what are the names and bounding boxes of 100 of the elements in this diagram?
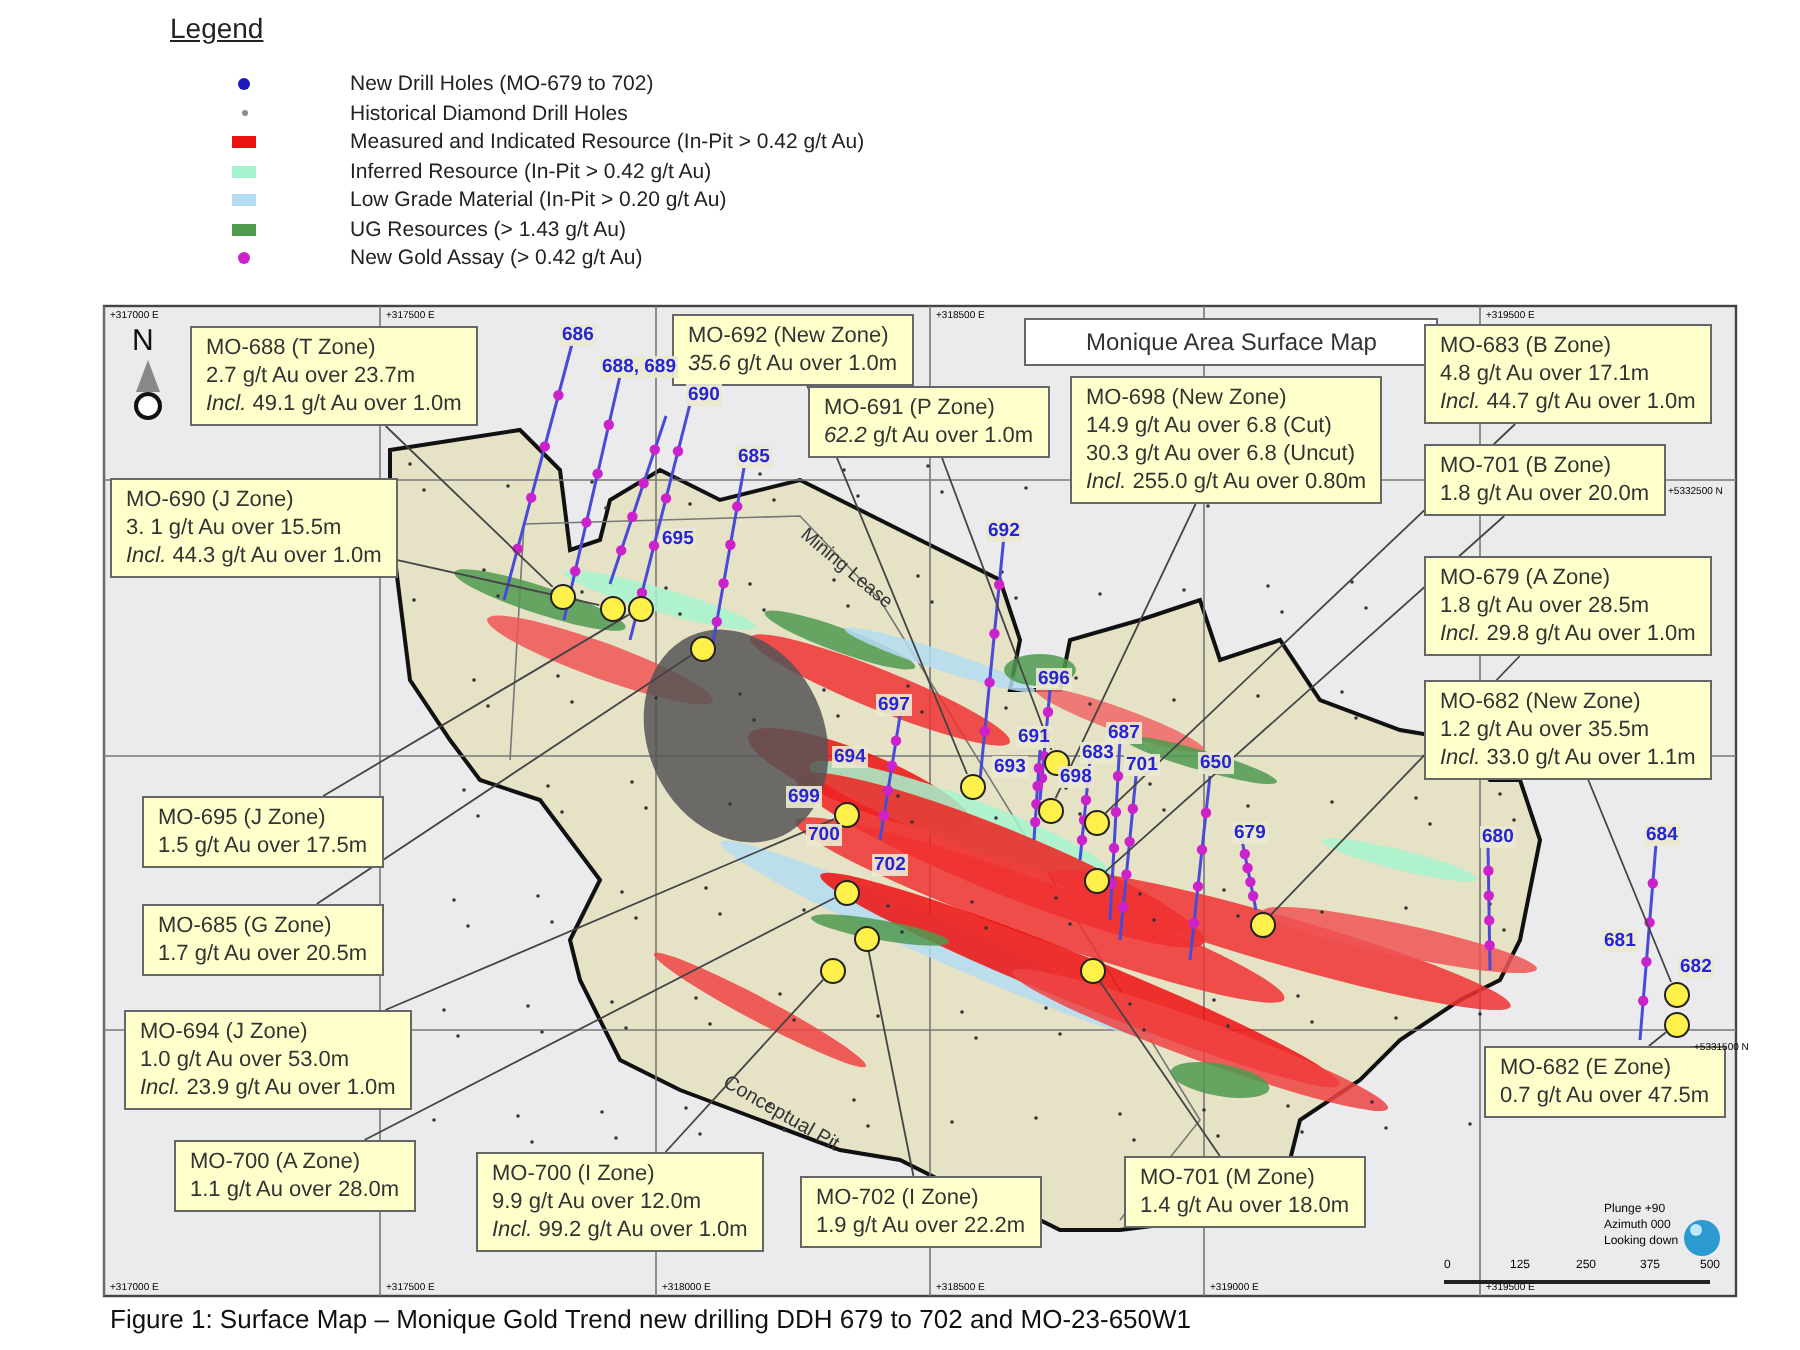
drill-hole-number: 700 — [806, 824, 842, 846]
callout-box — [476, 1152, 764, 1252]
callout-title: MO-683 (B Zone) — [1440, 332, 1614, 360]
callout-title: MO-688 (T Zone) — [206, 334, 378, 362]
callout-text: 1.8 g/t Au over 20.0m — [1440, 480, 1650, 508]
drill-hole-number: 695 — [660, 528, 696, 550]
callout-text: 30.3 g/t Au over 6.8 (Uncut) — [1086, 440, 1358, 468]
callout-text: Incl. 49.1 g/t Au over 1.0m — [206, 390, 462, 418]
drill-hole-number: 682 — [1678, 956, 1714, 978]
legend-text: Inferred Resource (In-Pit > 0.42 g/t Au) — [350, 159, 712, 183]
callout-box — [800, 1176, 1042, 1248]
callout-text: 1.5 g/t Au over 17.5m — [158, 832, 368, 860]
drill-hole-number: 688, 689 — [600, 356, 678, 378]
callout-text: Incl. 33.0 g/t Au over 1.1m — [1440, 744, 1696, 772]
callout-text: 3. 1 g/t Au over 15.5m — [126, 514, 344, 542]
leader-line — [1104, 515, 1506, 873]
leader-line — [1098, 979, 1221, 1157]
map-title: Monique Area Surface Map — [1086, 328, 1377, 356]
figure-caption: Figure 1: Surface Map – Monique Gold Trend new drilling DDH 679 to 702 and MO-23-650W1 — [110, 1304, 1192, 1334]
callout-title: MO-691 (P Zone) — [824, 394, 997, 422]
leader-line — [1054, 503, 1197, 800]
leader-line — [1587, 779, 1672, 983]
callout-text: 14.9 g/t Au over 6.8 (Cut) — [1086, 412, 1334, 440]
drill-hole-number: 699 — [786, 786, 822, 808]
callout-box — [1424, 680, 1712, 780]
callout-text: Incl. 44.7 g/t Au over 1.0m — [1440, 388, 1696, 416]
drill-hole-number: 702 — [872, 854, 908, 876]
callout-title: MO-694 (J Zone) — [140, 1018, 310, 1046]
drill-hole-number: 681 — [1602, 930, 1638, 952]
leader-line — [1104, 423, 1517, 814]
callout-box — [1424, 324, 1712, 424]
callout-text: Incl. 23.9 g/t Au over 1.0m — [140, 1074, 396, 1102]
drill-hole-number: 698 — [1058, 766, 1094, 788]
callout-box — [1124, 1156, 1366, 1228]
drill-hole-number: 683 — [1080, 742, 1116, 764]
north-label: N — [132, 324, 154, 358]
callout-title: MO-702 (I Zone) — [816, 1184, 981, 1212]
callout-text: Incl. 44.3 g/t Au over 1.0m — [126, 542, 382, 570]
drill-hole-number: 679 — [1232, 822, 1268, 844]
callout-text: Incl. 255.0 g/t Au over 0.80m — [1086, 468, 1367, 496]
legend-heading: Legend — [170, 12, 264, 44]
callout-title: MO-695 (J Zone) — [158, 804, 328, 832]
callout-box — [1070, 376, 1383, 504]
drill-hole-number: 686 — [560, 324, 596, 346]
drill-hole-number: 650 — [1198, 752, 1234, 774]
callout-box — [174, 1140, 416, 1212]
callout-title: MO-682 (E Zone) — [1500, 1054, 1674, 1082]
leader-line — [315, 654, 693, 905]
callout-text: 1.7 g/t Au over 20.5m — [158, 940, 368, 968]
leader-line — [1648, 1031, 1667, 1047]
callout-box — [142, 796, 384, 868]
leader-line — [867, 949, 915, 1177]
callout-text: 4.8 g/t Au over 17.1m — [1440, 360, 1652, 388]
callout-title: MO-701 (M Zone) — [1140, 1164, 1317, 1192]
callout-box — [808, 386, 1050, 458]
callout-title: MO-682 (New Zone) — [1440, 688, 1643, 716]
drill-hole-number: 685 — [736, 446, 772, 468]
callout-text: 1.0 g/t Au over 53.0m — [140, 1046, 352, 1074]
callout-title: MO-698 (New Zone) — [1086, 384, 1289, 412]
callout-text: 1.4 g/t Au over 18.0m — [1140, 1192, 1350, 1220]
callout-text: 62.2 g/t Au over 1.0m — [824, 422, 1034, 450]
leader-line — [664, 978, 825, 1153]
drill-hole-number: 701 — [1124, 754, 1160, 776]
callout-text: 9.9 g/t Au over 12.0m — [492, 1188, 704, 1216]
callout-title: MO-685 (G Zone) — [158, 912, 334, 940]
drill-hole-number: 692 — [986, 520, 1022, 542]
callout-box — [672, 314, 914, 386]
callout-box — [1424, 556, 1712, 656]
drill-hole-number: 690 — [686, 384, 722, 406]
drill-hole-number: 696 — [1036, 668, 1072, 690]
leader-line — [322, 613, 630, 797]
drill-hole-number: 693 — [992, 756, 1028, 778]
legend-text: New Drill Holes (MO-679 to 702) — [350, 72, 654, 96]
drill-hole-number: 697 — [876, 694, 912, 716]
callout-text: Incl. 99.2 g/t Au over 1.0m — [492, 1216, 748, 1244]
callout-text: 2.7 g/t Au over 23.7m — [206, 362, 418, 390]
map-title-box — [1024, 318, 1439, 366]
drill-hole-number: 687 — [1106, 722, 1142, 744]
leader-line — [384, 425, 554, 588]
callout-text: Incl. 29.8 g/t Au over 1.0m — [1440, 620, 1696, 648]
leader-line — [941, 457, 1053, 751]
callout-text: 1.8 g/t Au over 28.5m — [1440, 592, 1652, 620]
legend-text: Measured and Indicated Resource (In-Pit > 0.42 g/t Au) — [350, 130, 865, 154]
leader-line — [1270, 655, 1521, 916]
drill-hole-number: 680 — [1480, 826, 1516, 848]
callout-title: MO-700 (A Zone) — [190, 1148, 362, 1176]
leader-line — [363, 897, 836, 1141]
callout-box — [142, 904, 384, 976]
callout-box — [190, 326, 478, 426]
callout-box — [1484, 1046, 1726, 1118]
legend-text: New Gold Assay (> 0.42 g/t Au) — [350, 246, 643, 270]
callout-title: MO-701 (B Zone) — [1440, 452, 1614, 480]
legend-text: UG Resources (> 1.43 g/t Au) — [350, 217, 627, 241]
callout-text: 35.6 g/t Au over 1.0m — [688, 350, 898, 378]
callout-text: 1.1 g/t Au over 28.0m — [190, 1176, 400, 1204]
legend-text: Historical Diamond Drill Holes — [350, 101, 628, 125]
callout-text: 1.9 g/t Au over 22.2m — [816, 1212, 1026, 1240]
callout-text: 1.2 g/t Au over 35.5m — [1440, 716, 1652, 744]
drill-hole-number: 694 — [832, 746, 868, 768]
drill-hole-number: 691 — [1016, 726, 1052, 748]
